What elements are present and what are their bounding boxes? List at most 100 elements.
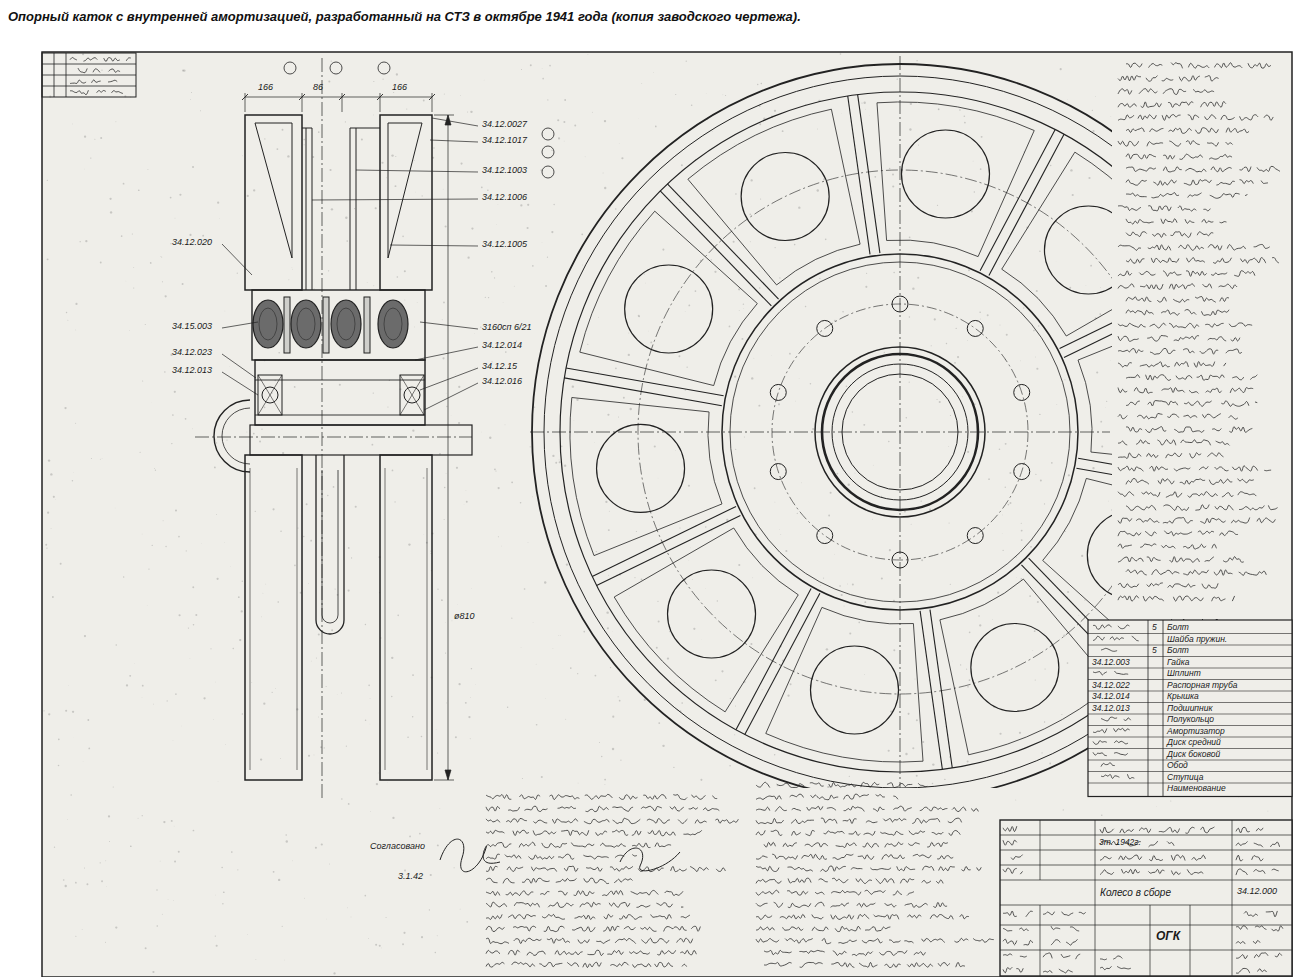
paper-speckle [872,518,874,520]
paper-speckle [445,392,447,394]
handwriting-stroke [655,843,671,847]
handwriting-stroke [1163,167,1181,172]
paper-speckle [173,825,175,827]
leader-line [222,372,258,395]
paper-speckle [789,353,791,355]
paper-speckle [552,455,554,457]
paper-speckle [376,783,378,785]
paper-speckle [412,716,413,717]
handwriting-stroke [703,808,719,811]
paper-speckle [916,719,918,721]
axle [250,425,472,455]
handwriting-stroke [584,819,609,823]
handwriting-stroke [920,807,948,811]
paper-speckle [202,235,204,237]
handwriting-stroke [603,926,619,931]
handwriting-stroke [1183,415,1197,417]
handwriting-stroke [1166,453,1182,458]
paper-speckle [735,449,736,450]
handwriting-stroke [885,964,901,967]
paper-speckle [229,566,230,567]
handwriting-stroke [1202,414,1220,418]
paper-speckle [604,779,606,781]
handwriting-stroke [756,879,781,883]
paper-speckle [881,578,883,580]
paper-speckle [379,945,381,947]
paper-speckle [415,191,417,193]
paper-speckle [1039,414,1040,415]
handwriting-stroke [1161,545,1175,548]
paper-speckle [403,932,405,934]
paper-speckle [1039,251,1041,253]
lightening-hole [971,623,1059,711]
handwriting-stroke [1118,271,1132,276]
paper-speckle [421,936,423,938]
bearing-cross [400,375,424,415]
handwriting-stroke [772,854,797,859]
extension-line [434,115,454,116]
paper-speckle [268,166,270,168]
paper-speckle [899,225,901,227]
paper-speckle [171,443,172,444]
handwriting-stroke [1168,584,1196,588]
paper-speckle [715,679,717,681]
paper-speckle [705,526,706,527]
paper-speckle [341,798,342,799]
paper-speckle [564,464,566,466]
paper-speckle [938,109,940,111]
paper-speckle [778,403,780,405]
handwriting-stroke [936,880,943,884]
handwriting-stroke [1118,596,1139,601]
handwriting-stroke [1126,180,1147,185]
paper-speckle [237,869,238,870]
paper-speckle [686,61,687,62]
handwriting-stroke [83,58,97,62]
handwriting-stroke [1215,467,1229,471]
handwriting-stroke [1118,583,1139,587]
paper-speckle [1036,368,1038,370]
handwriting-stroke [1178,206,1196,211]
paper-speckle [659,524,660,525]
lightening-hole [741,153,829,241]
paper-speckle [863,424,865,426]
paper-speckle [729,326,731,328]
handwriting-stroke [1179,76,1200,81]
hub-bore [842,374,958,490]
paper-speckle [604,784,606,786]
paper-speckle [966,669,967,670]
paper-speckle [1006,334,1008,336]
paper-speckle [261,616,263,618]
paper-speckle [491,271,493,273]
paper-speckle [905,753,907,755]
paper-speckle [392,817,394,819]
paper-speckle [275,687,277,689]
handwriting-stroke [900,879,914,884]
handwriting-stroke [1201,102,1226,108]
paper-speckle [179,194,181,196]
paper-speckle [675,449,677,451]
handwriting-stroke [555,950,583,954]
handwriting-stroke [633,964,651,968]
paper-speckle [954,362,956,364]
handwriting-stroke [524,806,547,811]
handwriting-stroke [858,855,874,860]
handwriting-stroke [764,842,776,847]
table-handwriting [1101,717,1131,721]
paper-speckle [573,420,575,422]
paper-speckle [771,355,773,357]
paper-speckle [758,270,760,272]
handwriting-stroke [691,926,700,931]
handwriting-stroke [683,830,701,835]
paper-speckle [173,900,175,902]
paper-speckle [1060,68,1062,70]
handwriting-stroke [636,905,650,907]
handwriting-stroke [602,891,623,896]
handwriting-stroke [787,891,808,895]
paper-speckle [441,319,443,321]
paper-speckle [445,473,447,475]
paper-speckle [558,635,560,637]
paper-speckle [604,187,606,189]
paper-speckle [130,845,132,847]
handwriting-stroke [1257,518,1275,523]
paper-speckle [82,53,84,55]
